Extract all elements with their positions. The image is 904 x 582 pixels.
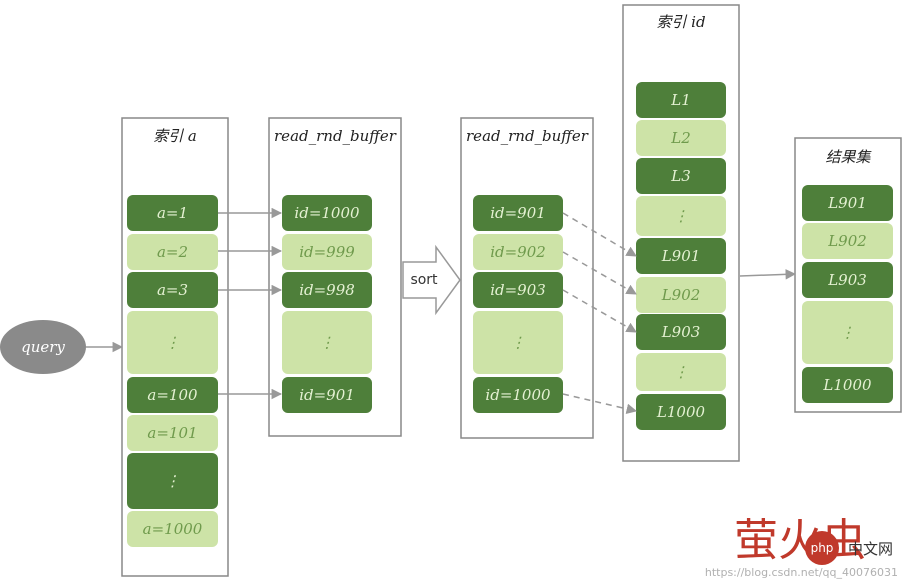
index-id-cell <box>636 314 726 350</box>
watermark-url: https://blog.csdn.net/qq_40076031 <box>705 566 898 579</box>
buffer-1-cell-label: id=999 <box>299 243 355 261</box>
buffer-1-cell-label: id=998 <box>299 281 355 299</box>
index-a-cell <box>127 511 218 547</box>
index-a-cell-label: a=2 <box>157 243 188 261</box>
index-id-title: 索引 id <box>656 13 705 31</box>
index-id-cell <box>636 277 726 313</box>
index-a-cell-label: a=1 <box>157 204 188 222</box>
buffer-2-cell-label: ⋮ <box>511 334 526 352</box>
index-a-cell <box>127 234 218 270</box>
index-a-cell <box>127 415 218 451</box>
buffer-2-cell-label: id=1000 <box>485 386 551 404</box>
buffer-2-title: read_rnd_buffer <box>466 127 589 145</box>
result-set-cell-label: L902 <box>827 232 867 250</box>
index-a-cell <box>127 195 218 231</box>
index-id-cell <box>636 394 726 430</box>
buffer-2-cell-label: id=903 <box>490 281 546 299</box>
id1000-to-l1000-arrow <box>562 393 638 414</box>
index-a-cell-label: a=101 <box>147 424 197 442</box>
buffer-1-cell-label: id=1000 <box>294 204 360 222</box>
buffer-2-cell <box>473 234 563 270</box>
query-label: query <box>21 338 65 356</box>
index-id-cell <box>636 353 726 391</box>
index-a-cell <box>127 453 218 509</box>
buffer-1-cell <box>282 234 372 270</box>
connectors <box>86 207 797 414</box>
index-a-cell-label: a=1000 <box>143 520 203 538</box>
index-id-cell-label: L1 <box>670 91 691 109</box>
index-id-cell <box>636 158 726 194</box>
query-node <box>0 320 86 374</box>
index-a-cell-label: ⋮ <box>165 334 180 352</box>
index-a-cell-label: a=100 <box>147 386 198 404</box>
buffer-1-cell <box>282 195 372 231</box>
index-id-cell <box>636 238 726 274</box>
result-set-cell <box>802 367 893 403</box>
buffer-2-cell-label: id=901 <box>490 204 546 222</box>
watermark-brand: 萤火虫 <box>734 515 866 566</box>
index-id-frame <box>622 4 740 462</box>
index-id-cell-label: L2 <box>670 129 691 147</box>
buffer-1-title: read_rnd_buffer <box>274 127 397 145</box>
buffer-1-cell-label: id=901 <box>299 386 355 404</box>
index-id-cell-label: ⋮ <box>674 363 689 381</box>
watermark-site-cn: 中文网 <box>848 540 893 558</box>
watermark-site: php <box>811 541 834 555</box>
result-set-cell-label: L1000 <box>822 376 872 394</box>
id901-to-l901-arrow <box>562 212 637 257</box>
buffer-1-frame <box>268 117 402 437</box>
buffer-1-cell <box>282 311 372 374</box>
buffer-1-cell-label: ⋮ <box>320 334 335 352</box>
index-id-cell <box>636 196 726 236</box>
buffer-1-cell <box>282 377 372 413</box>
result-set-cell <box>802 223 893 259</box>
buffer-2-cell <box>473 272 563 308</box>
index-id-cell <box>636 82 726 118</box>
result-set-title: 结果集 <box>825 148 872 166</box>
index-a-cell <box>127 272 218 308</box>
index-id-cell <box>636 120 726 156</box>
buffer-2-cell <box>473 311 563 374</box>
index-id-cell-label: L902 <box>661 286 701 304</box>
watermark-php-badge <box>805 531 839 565</box>
buffer-1-column: id=1000 id=999 id=998 ⋮ id=901 <box>282 195 372 413</box>
result-set-cell <box>802 185 893 221</box>
result-set-cell-label: ⋮ <box>840 324 855 342</box>
index-id-cell-label: ⋮ <box>674 207 689 225</box>
id903-to-l903-arrow <box>562 289 637 333</box>
buffer-2-cell <box>473 195 563 231</box>
buffer-1-cell <box>282 272 372 308</box>
result-set-cell-label: L903 <box>827 271 867 289</box>
buffer-2-cell <box>473 377 563 413</box>
result-set-cell <box>802 262 893 298</box>
sort-label: sort <box>410 272 438 288</box>
buffer-2-cell-label: id=902 <box>490 243 546 261</box>
id902-to-l902-arrow <box>562 251 637 295</box>
result-set-cell <box>802 301 893 364</box>
index-a-cell <box>127 311 218 374</box>
buffer-2-frame <box>460 117 594 439</box>
index-id-cell-label: L901 <box>661 247 701 265</box>
index-a-cell <box>127 377 218 413</box>
buffer-2-column: id=901 id=902 id=903 ⋮ id=1000 <box>473 195 563 413</box>
sort-arrow <box>402 244 461 316</box>
index-a-column: a=1 a=2 a=3 ⋮ a=100 a=101 ⋮ a=1000 <box>127 195 218 547</box>
result-set-cell-label: L901 <box>827 194 867 212</box>
index-id-cell-label: L3 <box>670 167 691 185</box>
index-a-title: 索引 a <box>153 127 197 145</box>
index-a-cell-label: ⋮ <box>165 472 180 490</box>
index-id-cell-label: L903 <box>661 323 701 341</box>
index-id-to-result-arrow <box>739 269 797 280</box>
index-a-cell-label: a=3 <box>157 281 188 299</box>
index-id-cell-label: L1000 <box>656 403 706 421</box>
